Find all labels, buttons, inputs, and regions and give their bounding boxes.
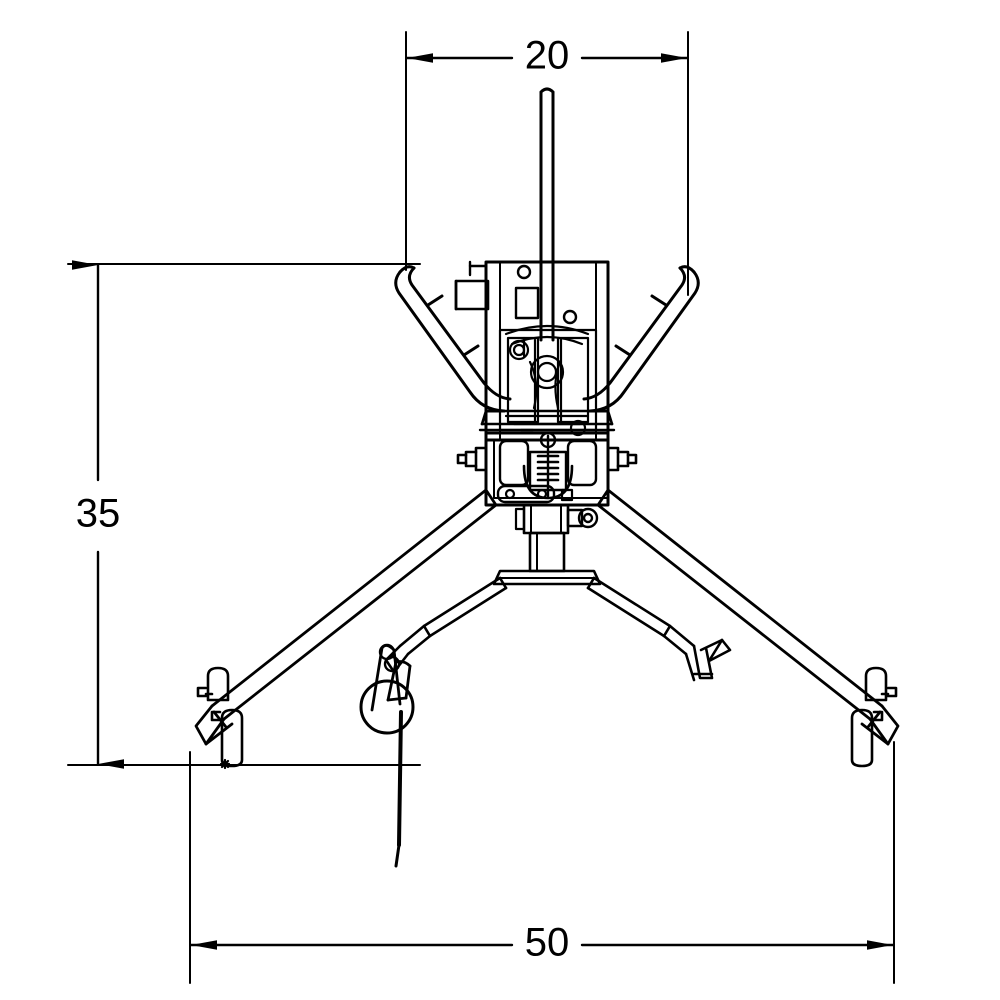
post-adjust-knob xyxy=(566,507,599,529)
center-post xyxy=(514,503,599,573)
clamp-pad-right xyxy=(566,439,598,487)
handlebar-right xyxy=(582,265,700,413)
clamp-bolt-right xyxy=(606,446,638,472)
clamp-assembly xyxy=(456,428,638,507)
dimension-50 xyxy=(189,741,895,984)
clamp-bolt-left xyxy=(456,446,488,472)
foot-right xyxy=(850,666,898,768)
internal-gear-mechanism xyxy=(498,324,598,437)
clamp-link-plate xyxy=(496,484,556,504)
handlebar-left xyxy=(394,265,512,413)
leg-right xyxy=(596,488,900,746)
dimension-20 xyxy=(405,31,689,296)
carriage-housing xyxy=(454,260,610,442)
vertical-mast xyxy=(539,87,555,342)
leg-left xyxy=(194,488,498,746)
cable xyxy=(394,710,403,868)
dimension-label-35: 35 xyxy=(76,492,121,536)
housing-bolt-hole-mid xyxy=(562,309,578,325)
linkage-pivot-lower xyxy=(383,655,401,673)
housing-side-boss xyxy=(454,279,490,311)
brace-apex-block xyxy=(492,569,602,586)
dimension-label-20: 20 xyxy=(525,34,570,78)
housing-bolt-hole-top xyxy=(516,264,532,280)
dimension-label-50: 50 xyxy=(525,921,570,965)
pulley xyxy=(359,679,415,735)
housing-view-port xyxy=(514,286,540,320)
foot-left xyxy=(196,666,244,770)
crank-handle xyxy=(692,638,732,676)
handle-cradle-bar xyxy=(480,409,614,426)
brace-left xyxy=(384,576,508,674)
foot-left-level-marker xyxy=(219,758,231,770)
dimension-35 xyxy=(67,260,421,769)
brace-right xyxy=(586,576,714,682)
